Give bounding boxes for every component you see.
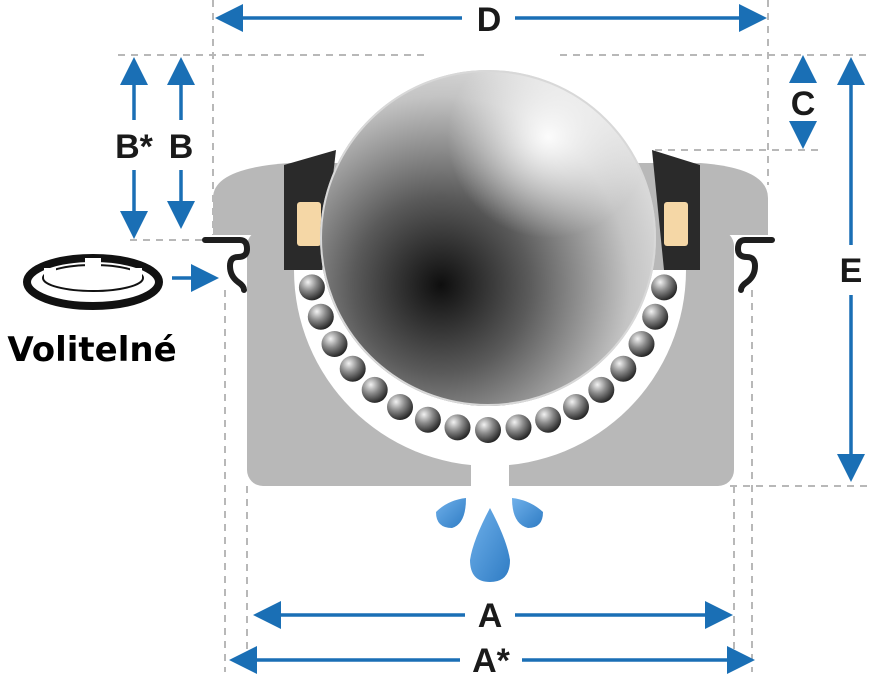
label-C: C: [791, 85, 816, 123]
label-D: D: [477, 1, 502, 39]
dimension-arrows: [120, 4, 865, 674]
water-drop-icon: [436, 498, 543, 582]
support-ball: [475, 417, 501, 443]
support-ball: [321, 331, 348, 357]
support-ball: [298, 274, 325, 301]
label-A: A: [478, 597, 503, 635]
support-ball: [444, 414, 471, 441]
felt-left: [297, 202, 321, 246]
circlip-left: [202, 237, 251, 293]
support-balls: [298, 274, 678, 443]
support-ball: [535, 406, 562, 433]
support-ball: [414, 406, 441, 433]
felt-right: [664, 202, 688, 246]
label-E: E: [840, 252, 863, 290]
label-B: B: [169, 128, 194, 166]
main-ball: [320, 70, 656, 406]
label-Bstar: B*: [115, 128, 154, 166]
support-ball: [505, 414, 532, 441]
support-ball: [588, 376, 615, 403]
support-ball: [387, 394, 413, 420]
support-ball: [563, 394, 589, 420]
support-ball: [307, 303, 334, 330]
guide-lines: [118, 0, 868, 672]
label-optional: Volitelné: [7, 330, 176, 370]
support-ball: [642, 303, 669, 330]
support-ball: [651, 274, 678, 301]
drain-channel: [471, 440, 509, 490]
circlip-right: [734, 237, 775, 293]
circlip-ring-icon: [23, 254, 163, 310]
label-Astar: A*: [472, 642, 511, 678]
support-ball: [339, 355, 366, 382]
support-ball: [628, 331, 655, 357]
seal-right: [652, 150, 700, 270]
support-ball: [610, 355, 637, 382]
support-ball: [361, 376, 388, 403]
